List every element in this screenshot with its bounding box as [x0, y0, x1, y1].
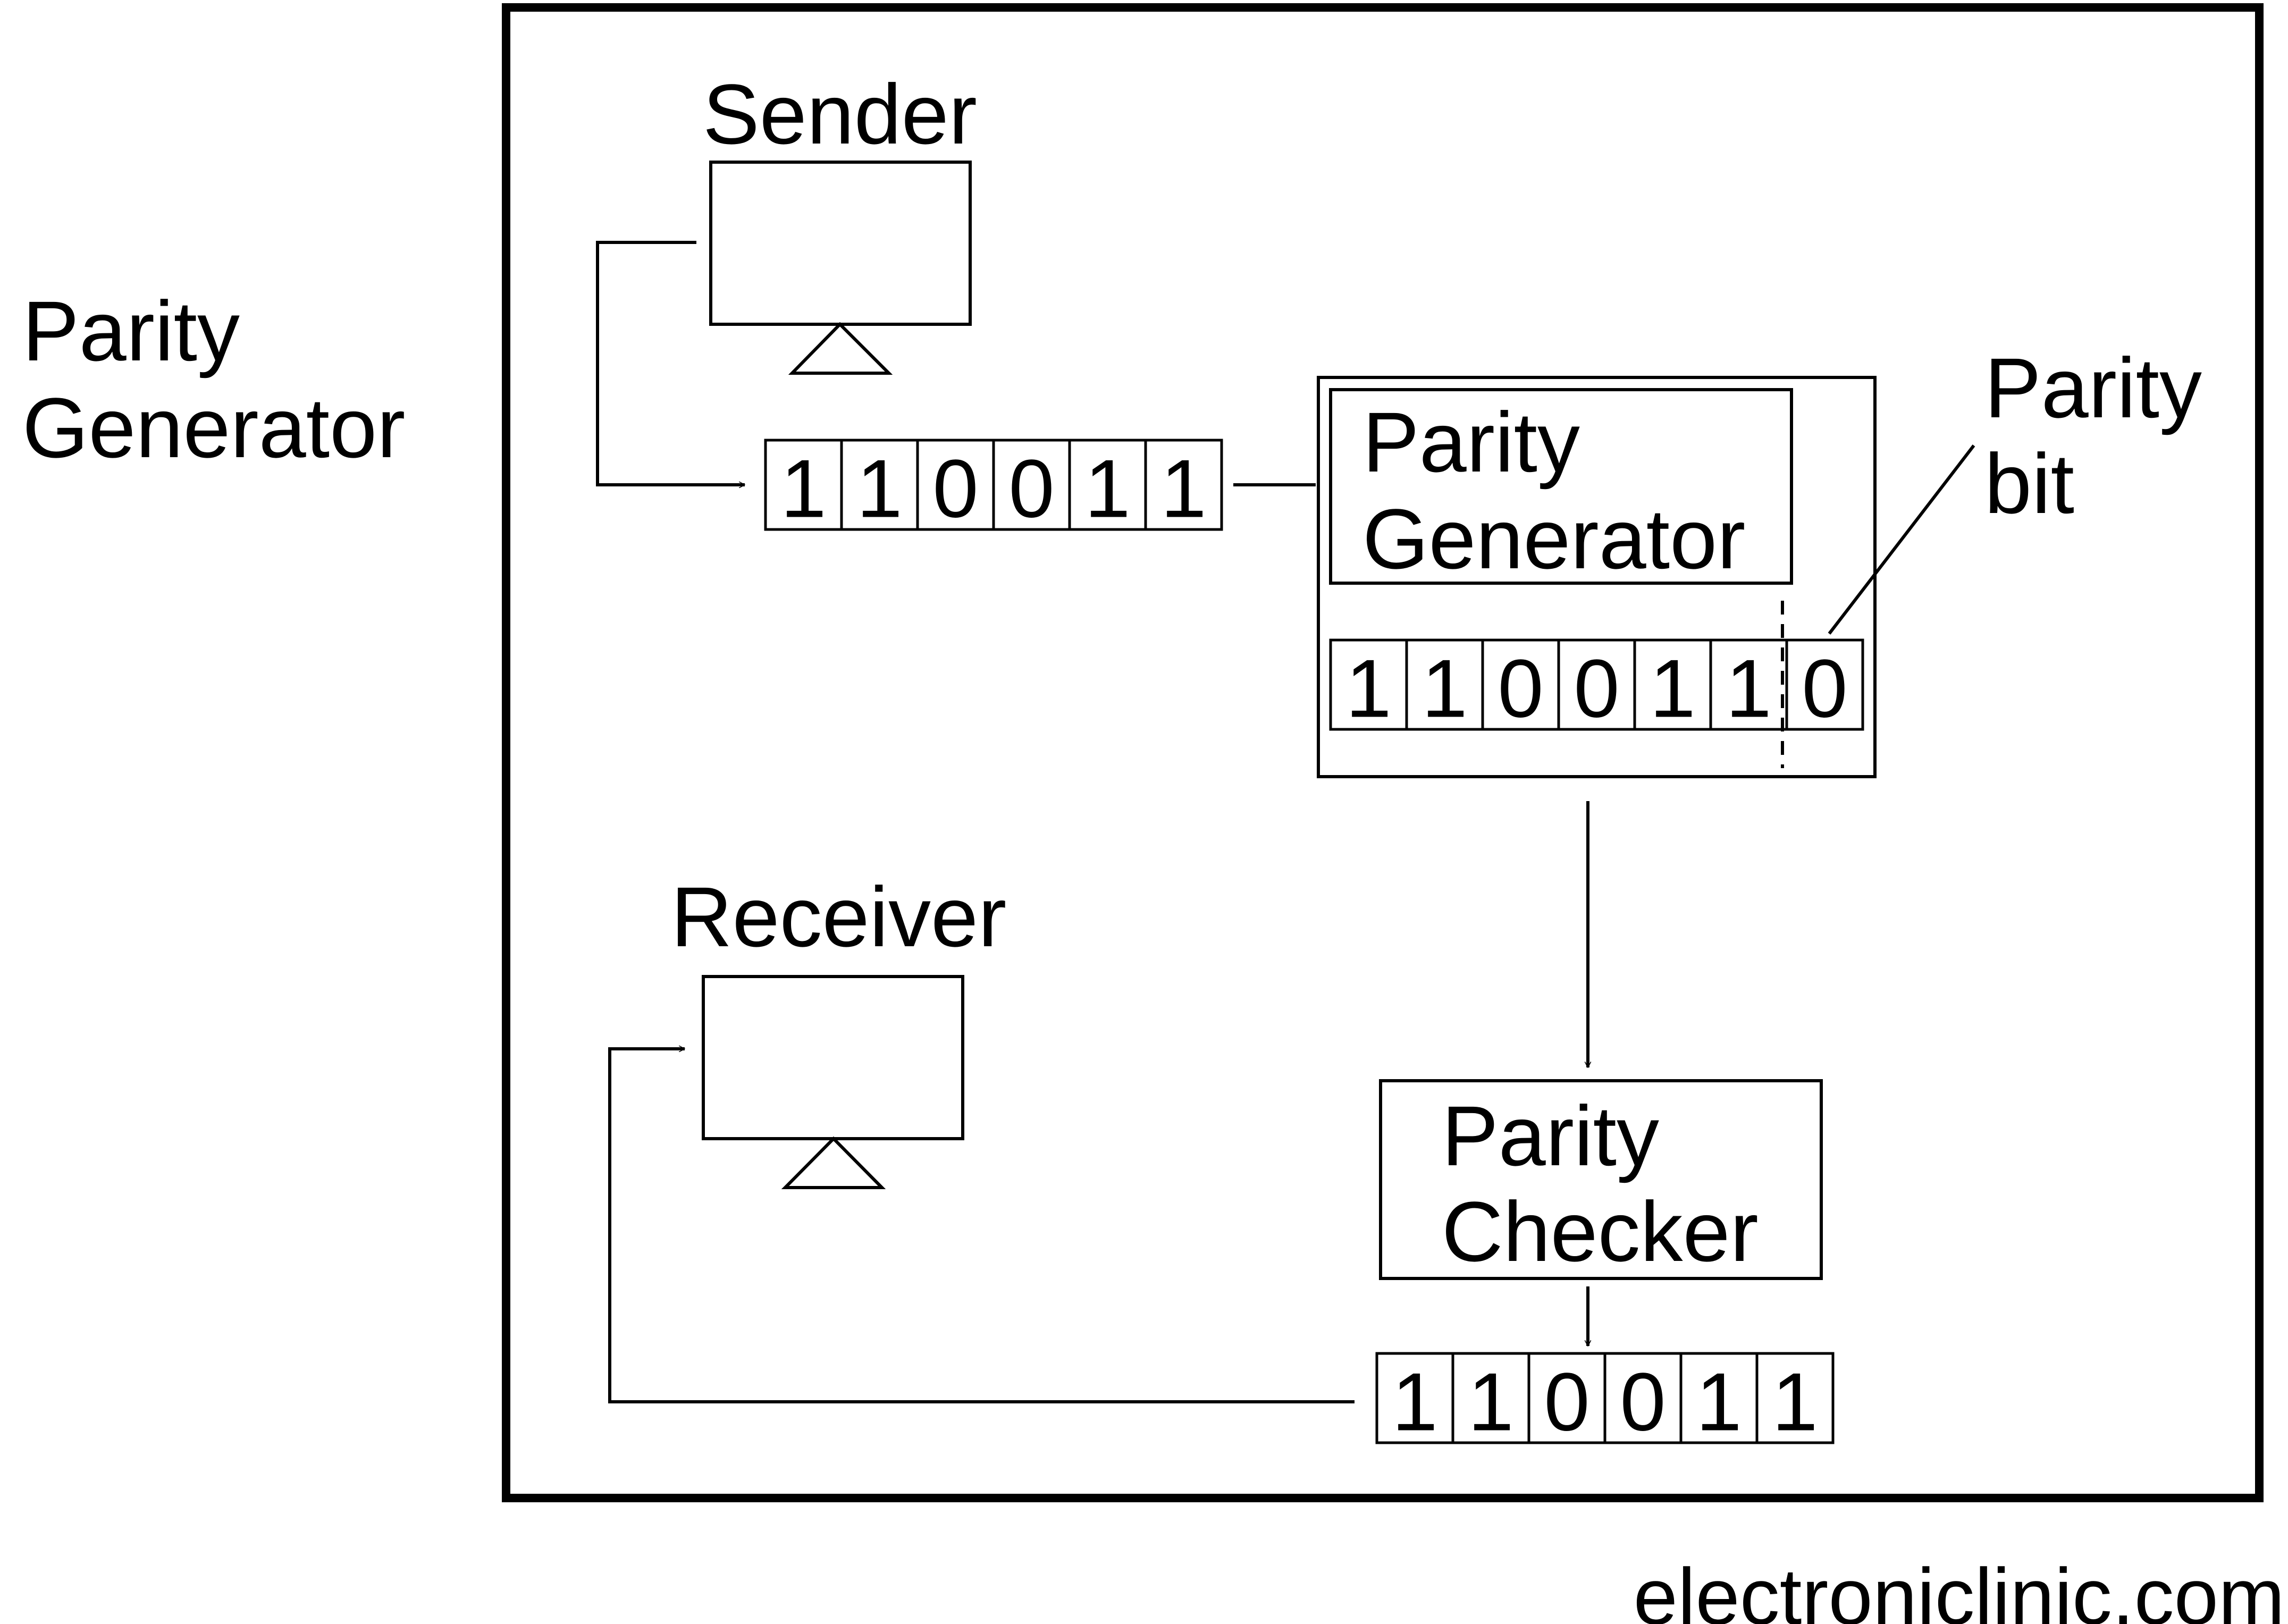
bit-value: 0: [1544, 1356, 1589, 1448]
bit-value: 0: [1574, 642, 1619, 734]
parity-checker-box: [1379, 1079, 1823, 1280]
bit-value: 1: [1345, 642, 1391, 734]
bit-value: 1: [1696, 1356, 1742, 1448]
bit-value: 1: [1392, 1356, 1437, 1448]
parity-generator-container: [1317, 376, 1877, 778]
parity-generator-line2: Generator: [1362, 491, 1745, 586]
bit-value: 0: [1498, 642, 1543, 734]
sender-to-bits-arrow: [596, 241, 745, 485]
bit-value: 0: [932, 442, 978, 534]
parity-bit-label-line1: Parity: [1984, 340, 2202, 435]
bit-value: 1: [1160, 442, 1206, 534]
bit-value: 1: [1421, 642, 1467, 734]
bit-value: 1: [1468, 1356, 1513, 1448]
bit-value: 0: [1802, 642, 1847, 734]
parity-checker-line2: Checker: [1442, 1184, 1759, 1279]
bit-value: 1: [856, 442, 902, 534]
bit-value: 1: [1772, 1356, 1818, 1448]
sender-monitor-icon: [709, 161, 972, 375]
bit-value: 1: [1084, 442, 1130, 534]
bit-value: 0: [1620, 1356, 1665, 1448]
receiver-monitor-icon: [702, 975, 964, 1189]
sender-label: Sender: [703, 66, 977, 162]
parity-generator-box: [1329, 388, 1793, 585]
bit-cell: [1785, 638, 1864, 731]
receiver-label: Receiver: [671, 869, 1006, 964]
side-title-line1: Parity: [22, 283, 240, 378]
side-title-line2: Generator: [22, 380, 405, 475]
bit-value: 1: [1726, 642, 1771, 734]
parity-bit-pointer: [1828, 444, 1975, 635]
parity-bit-label-line2: bit: [1984, 436, 2074, 531]
parity-generator-line1: Parity: [1362, 394, 1580, 490]
parity-checker-line1: Parity: [1442, 1088, 1659, 1183]
bit-cell: [1144, 439, 1223, 531]
bit-value: 1: [780, 442, 826, 534]
bit-value: 0: [1008, 442, 1054, 534]
watermark: electroniclinic.com: [1634, 1552, 2285, 1624]
outer-frame: [502, 3, 2264, 1502]
bit-value: 1: [1650, 642, 1695, 734]
bit-cell: [1755, 1352, 1835, 1444]
bits-to-receiver-arrow: [608, 1049, 1355, 1403]
